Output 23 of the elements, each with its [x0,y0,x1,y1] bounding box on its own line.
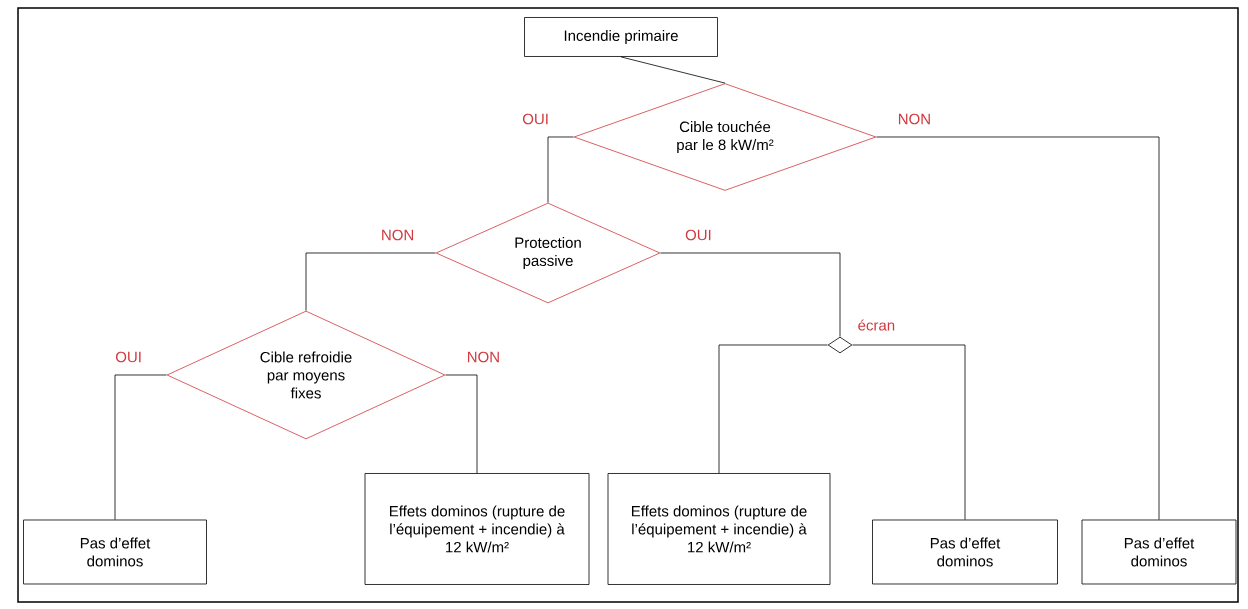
edge-label: NON [896,112,933,126]
connector-line [876,136,1160,520]
connector-line [305,252,436,311]
outcome-box: Pas d’effet dominos [872,519,1058,585]
edge-label: NON [379,228,416,242]
connector-line [547,136,574,203]
connector-line [718,344,828,474]
edge-label: OUI [521,112,550,126]
connector-line [660,252,841,337]
edge-label: OUI [114,350,143,364]
edge-label: OUI [684,228,713,242]
connector-line [620,56,726,84]
connector-line [852,344,966,520]
outcome-box: Pas d’effet dominos [23,519,207,585]
branch-label: écran [858,319,895,331]
outcome-box: Effets dominos (rupture de l’équipement + incendie) à 12 kW/m² [364,473,590,585]
junction-diamond [827,336,853,354]
connector-line [114,374,167,520]
connector-line [445,374,478,474]
process-box: Incendie primaire [524,17,718,57]
outcome-box: Pas d’effet dominos [1081,519,1237,585]
outcome-box: Effets dominos (rupture de l’équipement + incendie) à 12 kW/m² [607,473,831,585]
edge-label: NON [465,350,502,364]
